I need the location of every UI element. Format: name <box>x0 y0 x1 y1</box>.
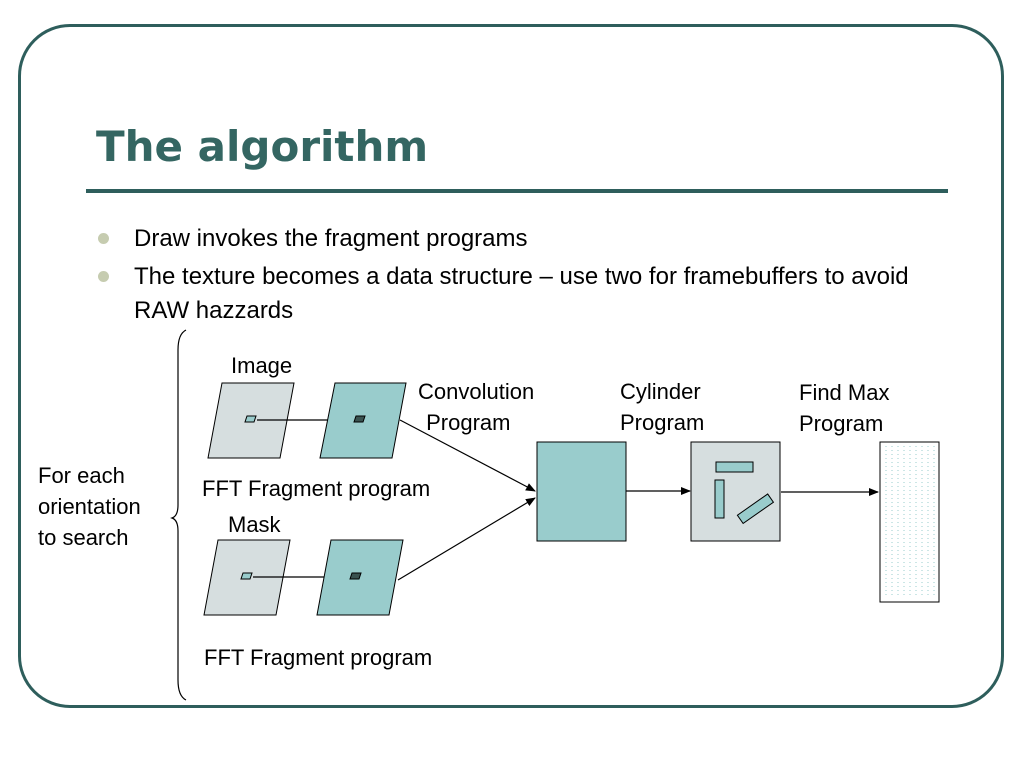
bullet-dot-icon <box>98 233 109 244</box>
top-to-convolution-arrow <box>399 419 536 492</box>
slide-frame <box>18 24 1004 708</box>
image-texel-marker <box>244 415 257 423</box>
mask-label: Mask <box>228 512 282 537</box>
side-label-line: orientation <box>38 494 141 519</box>
bullet-text: Draw invokes the fragment programs <box>134 225 528 252</box>
side-label-line: For each <box>38 463 125 488</box>
title-underline <box>86 189 948 193</box>
convolution-label: Convolution <box>418 379 534 404</box>
cylinder-vertical-bar <box>714 479 725 519</box>
slide-title: The algorithm <box>96 122 429 171</box>
left-brace <box>170 329 187 701</box>
cylinder-diagonal-bar <box>736 493 775 525</box>
fft-label-top: FFT Fragment program <box>202 476 430 501</box>
mask-fft-texel-marker <box>349 572 362 580</box>
cylinder-label: Cylinder <box>620 379 701 404</box>
findmax-label: Program <box>799 411 883 436</box>
image-fft-texel-marker <box>353 415 366 423</box>
cylinder-horizontal-bar <box>715 461 754 473</box>
findmax-dotted-columns <box>885 446 935 598</box>
bullet-text: The texture becomes a data structure – u… <box>134 263 909 324</box>
cylinder-label: Program <box>620 410 704 435</box>
image-label: Image <box>231 353 292 378</box>
bullet-list: Draw invokes the fragment programs The t… <box>96 222 966 332</box>
fft-label-bottom: FFT Fragment program <box>204 645 432 670</box>
mask-texel-marker <box>240 572 253 580</box>
bullet-item: Draw invokes the fragment programs <box>96 222 966 256</box>
cylinder-texture <box>690 441 781 542</box>
convolution-texture <box>536 441 627 542</box>
convolution-label: Program <box>420 410 510 435</box>
bottom-to-convolution-arrow <box>397 497 536 581</box>
findmax-label: Find Max <box>799 380 889 405</box>
bullet-dot-icon <box>98 271 109 282</box>
side-label-line: to search <box>38 525 129 550</box>
bullet-item: The texture becomes a data structure – u… <box>96 260 966 328</box>
